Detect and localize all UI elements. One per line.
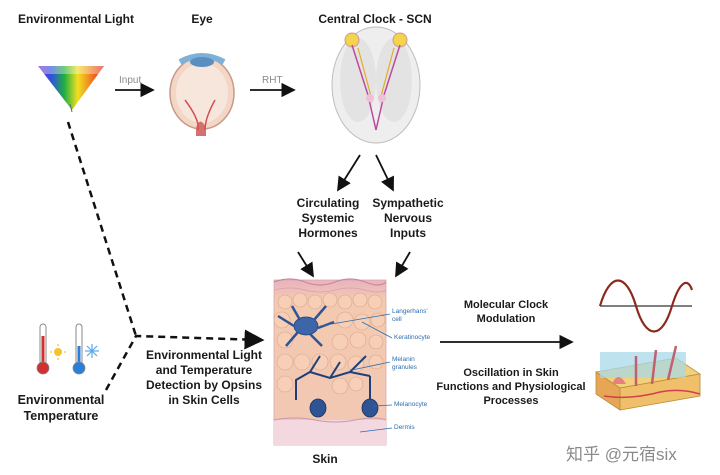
label-sympathetic-inputs: Sympathetic Nervous Inputs bbox=[372, 196, 444, 240]
title-skin: Skin bbox=[312, 452, 338, 466]
skin-3d-model-icon bbox=[594, 345, 702, 411]
skin-label-melanocyte: Melanocyte bbox=[394, 401, 428, 408]
title-eye: Eye bbox=[191, 12, 213, 26]
arrow-scn-to-sympathetic bbox=[375, 154, 394, 192]
label-molecular-clock: Molecular Clock Modulation bbox=[463, 299, 549, 325]
label-circulating-hormones: Circulating Systemic Hormones bbox=[296, 196, 360, 240]
arrow-scn-to-hormones bbox=[337, 154, 361, 192]
title-environmental-light: Environmental Light bbox=[17, 12, 134, 26]
oscillation-wave-icon bbox=[598, 279, 694, 333]
brain-scn-icon bbox=[331, 26, 421, 144]
label-rht: RHT bbox=[262, 75, 283, 86]
skin-label-melanin: Melanin granules bbox=[392, 356, 417, 371]
label-oscillation: Oscillation in Skin Functions and Physio… bbox=[436, 367, 586, 407]
watermark: 知乎 @元宿six bbox=[566, 445, 677, 464]
thermometer-icons bbox=[36, 323, 99, 375]
label-environmental-temperature: Environmental Temperature bbox=[17, 393, 105, 423]
title-central-clock: Central Clock - SCN bbox=[318, 12, 432, 26]
skin-cross-section bbox=[273, 278, 393, 446]
skin-label-keratinocyte: Keratinocyte bbox=[394, 334, 431, 341]
eye-icon bbox=[169, 53, 235, 136]
skin-label-langerhans: Langerhans' cell bbox=[392, 308, 428, 323]
light-spectrum-icon bbox=[38, 66, 104, 113]
arrow-hormones-to-skin bbox=[297, 251, 314, 278]
label-input: Input bbox=[119, 75, 142, 86]
dashed-light-path bbox=[66, 121, 138, 337]
dashed-temperature-path bbox=[104, 329, 265, 391]
label-detection-by-opsins: Environmental Light and Temperature Dete… bbox=[145, 348, 263, 407]
skin-label-dermis: Dermis bbox=[394, 424, 415, 431]
arrow-sympathetic-to-skin bbox=[395, 251, 411, 278]
